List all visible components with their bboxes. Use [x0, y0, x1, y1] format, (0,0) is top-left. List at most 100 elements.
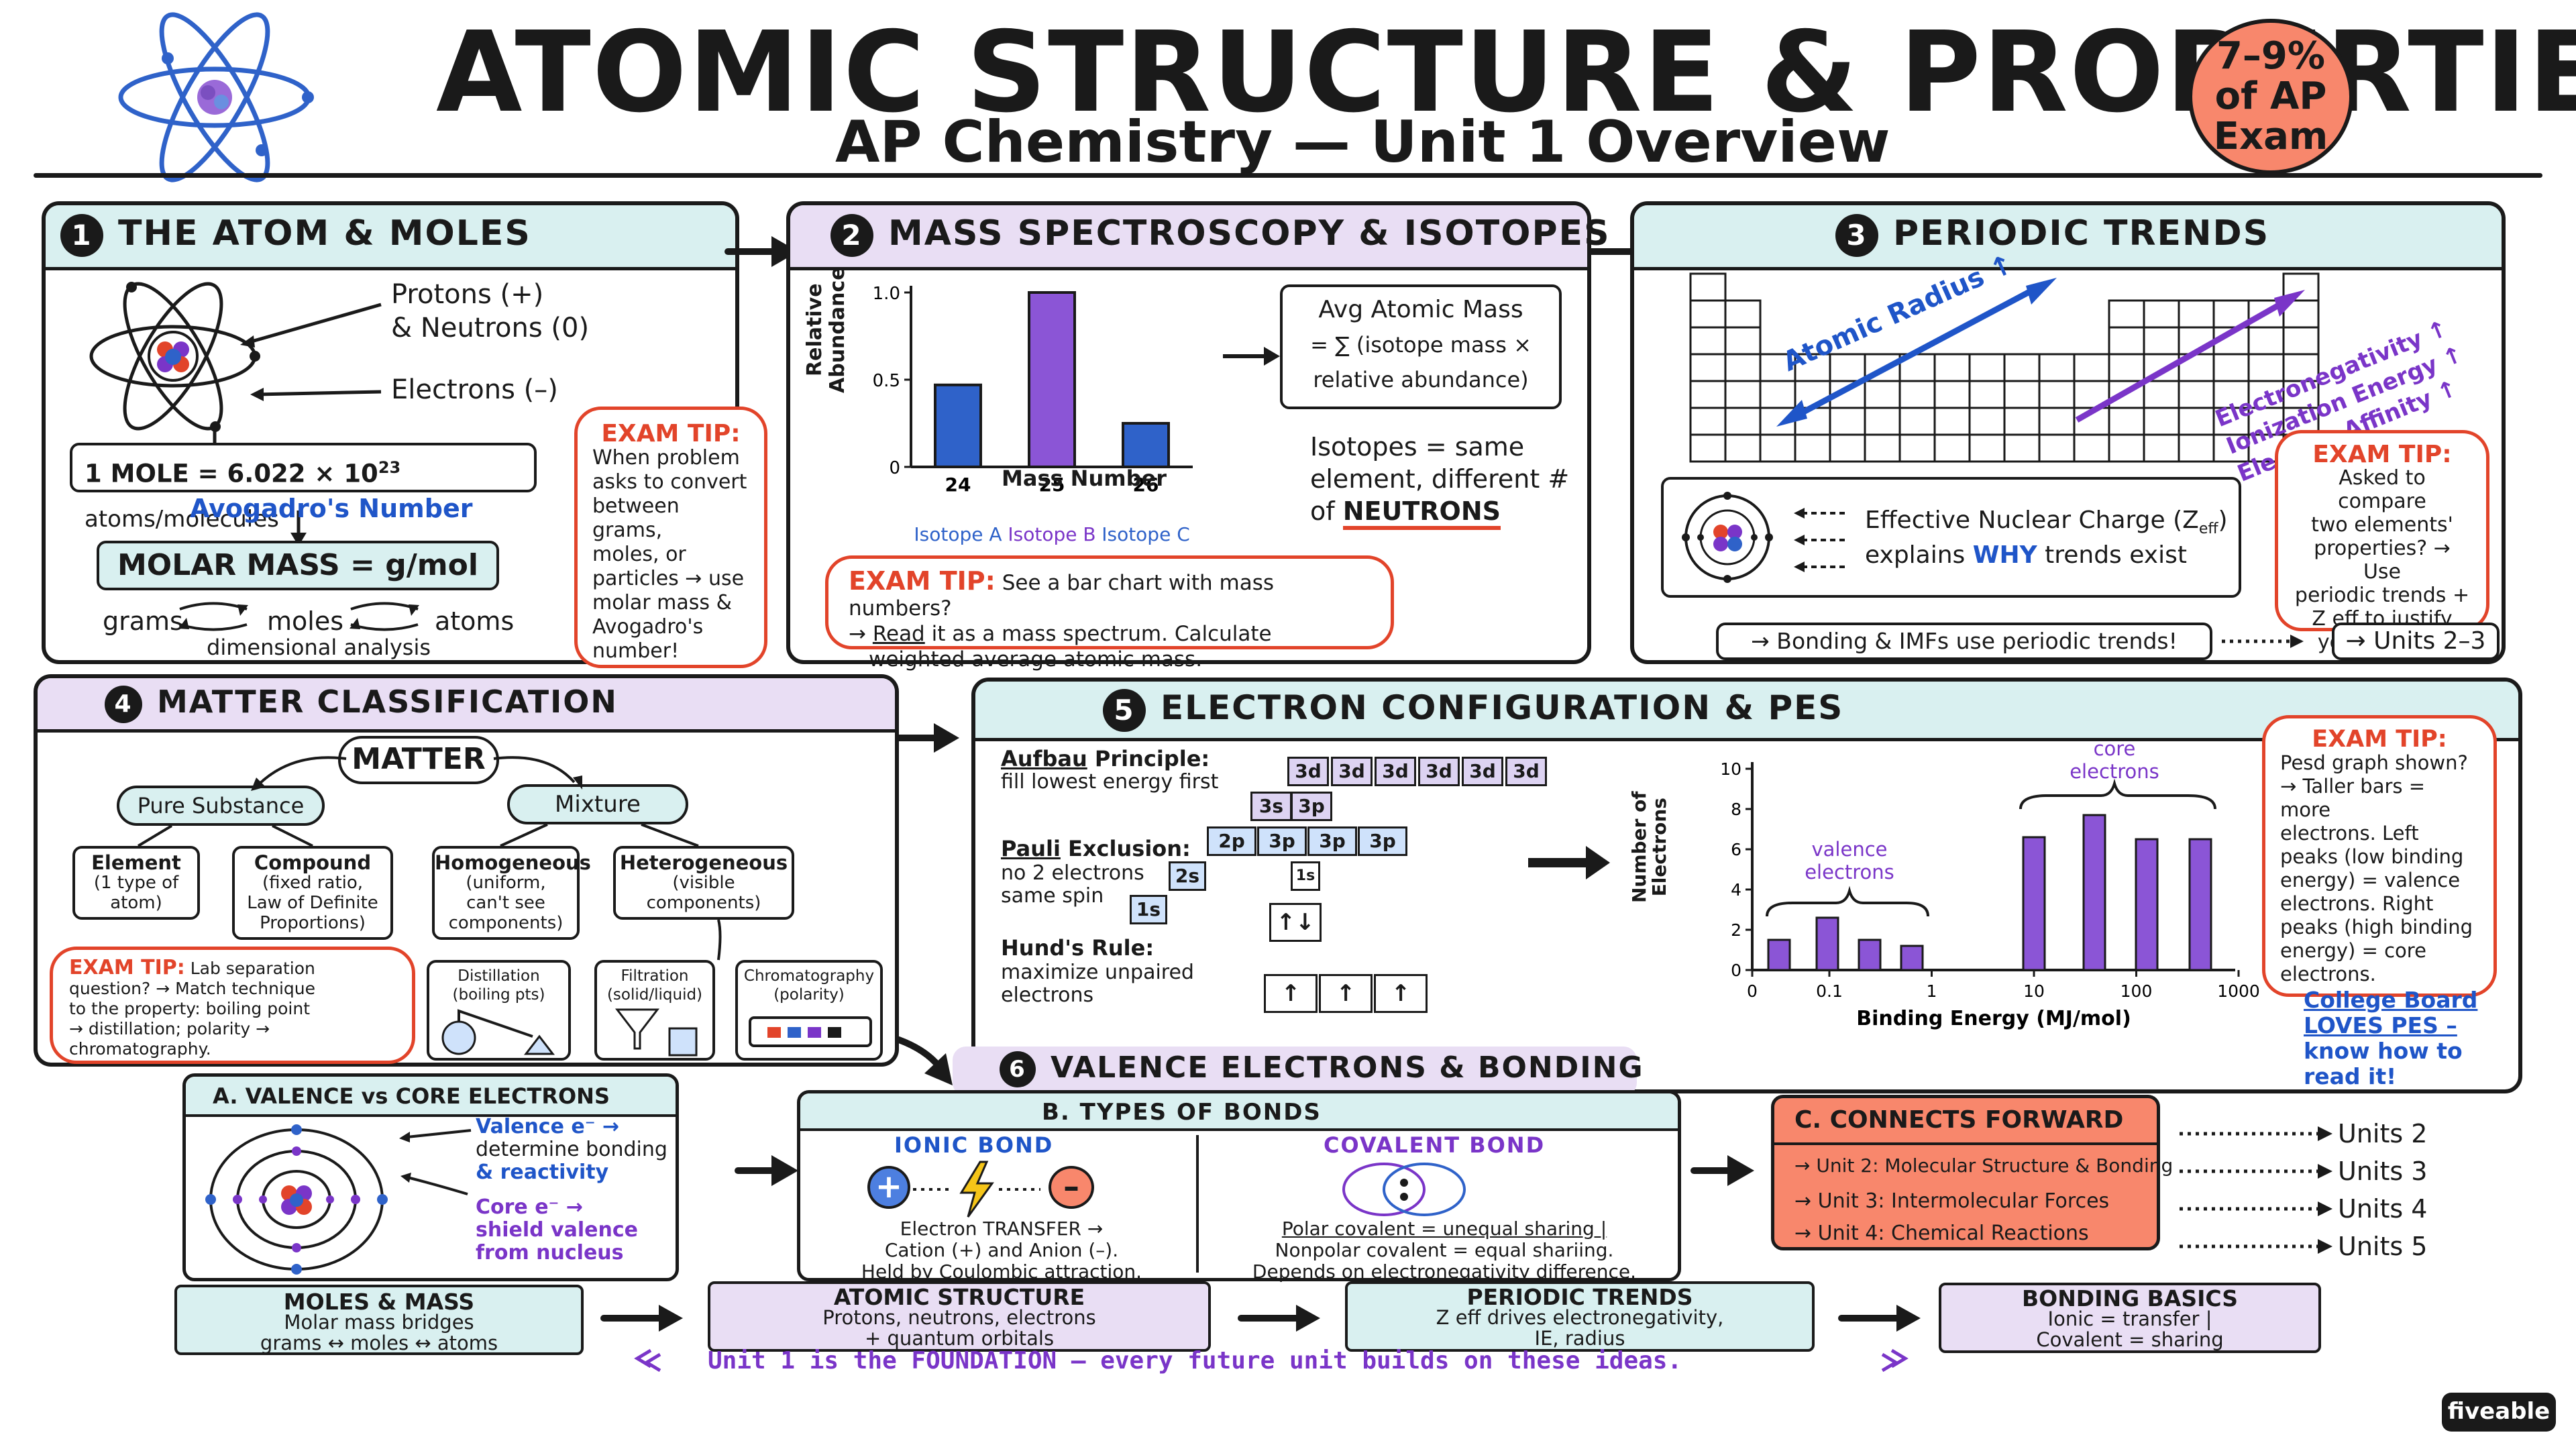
foundation-tagline: Unit 1 is the FOUNDATION — every future …: [708, 1347, 1682, 1375]
core-line: Core e⁻ →: [476, 1195, 583, 1219]
element-cell: [2003, 407, 2041, 436]
element-cell: [2282, 272, 2320, 302]
compound-node: Compound (fixed ratio, Law of Definite P…: [232, 846, 393, 940]
element-cell: [1968, 433, 2006, 463]
ionic-heading: IONIC BOND: [894, 1132, 1054, 1158]
y-tick-label: 0: [889, 458, 900, 478]
badge-line2: of AP: [2214, 74, 2327, 118]
element-node: Element (1 type of atom): [72, 846, 200, 920]
tip-text: →: [849, 622, 873, 646]
pauli-text-1: no 2 electrons: [1001, 861, 1144, 885]
arrow-right-icon: [1223, 347, 1280, 366]
valence-label: electrons: [1805, 861, 1894, 883]
card-line: (polarity): [773, 986, 845, 1004]
pes-xlabel: Binding Energy (MJ/mol): [1856, 1007, 2131, 1030]
element-cell: [2038, 433, 2076, 463]
orbital-3p: 3p: [1358, 826, 1407, 856]
zeff-box: Effective Nuclear Charge (Zeff) explains…: [1661, 477, 2241, 598]
cb-line: College Board: [2304, 987, 2478, 1013]
pes-valence-bar: [1900, 945, 1924, 971]
molar-mass-text: MOLAR MASS = g/mol: [117, 548, 478, 582]
card-line: Protons, neutrons, electrons: [822, 1306, 1096, 1329]
fiveable-logo: fiveable: [2442, 1393, 2556, 1432]
element-cell: [1724, 407, 1762, 436]
section-title-text: MASS SPECTROSCOPY & ISOTOPES: [888, 213, 1611, 254]
ionic-description: Electron TRANSFER → Cation (+) and Anion…: [820, 1218, 1183, 1283]
orbital-2p: 2p: [1207, 826, 1256, 856]
units-dotted-arrows: [2180, 1126, 2332, 1254]
tip-line: energy) = core: [2280, 939, 2426, 962]
zeff-line-1: Effective Nuclear Charge (Zeff): [1865, 506, 2228, 537]
tip-line: Pesd graph shown?: [2280, 751, 2468, 774]
section-header: [46, 205, 735, 270]
section-number: 1: [60, 214, 103, 257]
tip-heading: EXAM TIP:: [69, 956, 185, 979]
element-cell: [1898, 433, 1936, 463]
forward-item: → Unit 4: Chemical Reactions: [1794, 1222, 2089, 1245]
tip-line: → Read it as a mass spectrum. Calculate: [849, 621, 1371, 647]
node-line: Homogeneous: [435, 851, 591, 874]
valence-line: Valence e⁻ →: [476, 1115, 620, 1138]
y-tick-label: 0: [1731, 961, 1741, 980]
neutrons-label: & Neutrons (0): [391, 313, 590, 343]
units-2-label: Units 2: [2338, 1119, 2428, 1148]
node-line: components): [448, 913, 564, 933]
panel-title: A. VALENCE vs CORE ELECTRONS: [213, 1083, 610, 1109]
tip-line: EXAM TIP: See a bar chart with mass numb…: [849, 568, 1371, 621]
aufbau-rest: Principle:: [1087, 746, 1210, 771]
element-cell: [1689, 272, 1727, 302]
card-title: BONDING BASICS: [2021, 1285, 2239, 1311]
exam-tip-2: EXAM TIP: See a bar chart with mass numb…: [825, 555, 1394, 672]
x-tick-label: 10: [2023, 981, 2045, 1001]
tip-line: particles → use: [592, 567, 745, 590]
y-tick-label: 0.5: [873, 371, 900, 391]
element-cell: [2108, 407, 2145, 436]
exam-tip-4: EXAM TIP: Lab separation question? → Mat…: [50, 947, 415, 1064]
zeff-text: Effective Nuclear Charge (Z: [1865, 506, 2199, 534]
isotope-label: Isotope A: [914, 523, 1002, 545]
y-tick-label: 1.0: [873, 284, 900, 304]
card-line: (solid/liquid): [606, 986, 703, 1004]
element-cell: [1724, 433, 1762, 463]
element-cell: [1864, 380, 1901, 409]
section-number: 2: [830, 214, 873, 257]
bond-types-panel: B. TYPES OF BONDS IONIC BOND COVALENT BO…: [797, 1090, 1681, 1283]
tip-heading: EXAM TIP:: [601, 420, 741, 447]
x-tick-label: 0.1: [1816, 981, 1843, 1001]
orbital-3p: 3p: [1307, 826, 1357, 856]
pes-valence-bar: [1767, 938, 1791, 971]
mole-unit: atoms/molecules: [85, 506, 279, 533]
header-divider: [34, 173, 2542, 178]
card-line: (boiling pts): [452, 986, 545, 1004]
orbital-1s-small: 1s: [1291, 861, 1320, 891]
core-label: electrons: [2070, 760, 2159, 783]
section-title-text: THE ATOM & MOLES: [118, 213, 531, 254]
valence-core-panel: A. VALENCE vs CORE ELECTRONS Valence e⁻ …: [182, 1073, 679, 1281]
tip-line: electrons. Left: [2280, 822, 2419, 845]
isotopes-line-1: Isotopes = same: [1310, 432, 1525, 462]
electrons-label: Electrons (–): [391, 374, 558, 405]
tip-text: See a bar chart with mass numbers?: [849, 571, 1275, 621]
section-number: 6: [1000, 1051, 1036, 1087]
ionic-line: Held by Coulombic attraction.: [861, 1260, 1142, 1283]
mole-exponent: 23: [378, 458, 401, 477]
filtration-card: Filtration (solid/liquid): [594, 960, 715, 1061]
element-cell: [1898, 407, 1936, 436]
cation-circle: +: [867, 1166, 910, 1209]
avg-atomic-mass-box: Avg Atomic Mass = ∑ (isotope mass × rela…: [1280, 284, 1562, 409]
tip-line: moles, or: [592, 543, 686, 566]
y-tick-label: 8: [1731, 800, 1741, 819]
y-tick-label: 4: [1731, 880, 1741, 900]
section-header: [1634, 205, 2502, 270]
pauli-text-2: same spin: [1001, 884, 1104, 908]
footer-card-moles: MOLES & MASS Molar mass bridges grams ↔ …: [174, 1285, 584, 1355]
tip-line: Avogadro's: [592, 615, 704, 639]
page-subtitle: AP Chemistry — Unit 1 Overview: [835, 109, 1890, 176]
card-title: MOLES & MASS: [283, 1289, 475, 1315]
orbital-3d: 3d: [1375, 757, 1416, 786]
x-tick-label: 25: [1039, 474, 1065, 496]
distillation-flask-icon: [441, 1009, 555, 1055]
card-line: Z eff drives electronegativity,: [1436, 1306, 1724, 1329]
